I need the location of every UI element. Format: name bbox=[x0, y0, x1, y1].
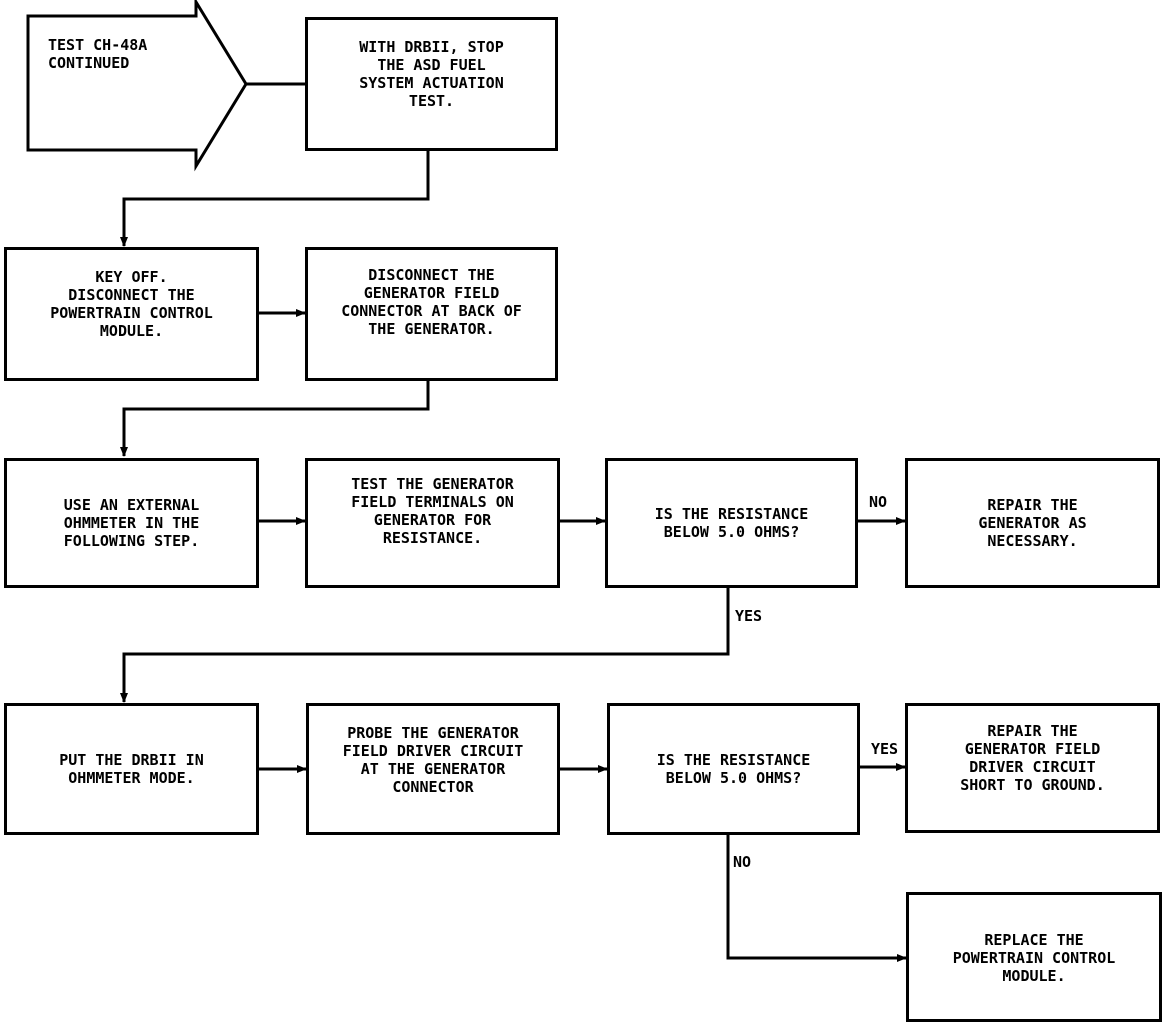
step-stop-asd-test: WITH DRBII, STOP THE ASD FUEL SYSTEM ACT… bbox=[305, 17, 558, 151]
step-replace-pcm-text: REPLACE THE POWERTRAIN CONTROL MODULE. bbox=[952, 931, 1116, 985]
step-probe-driver: PROBE THE GENERATOR FIELD DRIVER CIRCUIT… bbox=[306, 703, 560, 835]
step-test-terminals-text: TEST THE GENERATOR FIELD TERMINALS ON GE… bbox=[351, 475, 514, 547]
edge-q1-yes bbox=[120, 587, 730, 703]
edge-label-q2-no: NO bbox=[733, 853, 752, 871]
decision-resistance-1-text: IS THE RESISTANCE BELOW 5.0 OHMS? bbox=[654, 505, 809, 541]
step-probe-driver-text: PROBE THE GENERATOR FIELD DRIVER CIRCUIT… bbox=[342, 724, 524, 796]
edge-label-q1-yes: YES bbox=[735, 607, 763, 625]
step-replace-pcm: REPLACE THE POWERTRAIN CONTROL MODULE. bbox=[906, 892, 1162, 1022]
edge-label-q2-yes: YES bbox=[871, 740, 899, 758]
step-disconnect-field-text: DISCONNECT THE GENERATOR FIELD CONNECTOR… bbox=[341, 266, 522, 338]
step-put-drbii-text: PUT THE DRBII IN OHMMETER MODE. bbox=[59, 751, 204, 787]
step-test-terminals: TEST THE GENERATOR FIELD TERMINALS ON GE… bbox=[305, 458, 560, 588]
start-label: TEST CH-48A CONTINUED bbox=[48, 36, 148, 72]
step-stop-asd-test-text: WITH DRBII, STOP THE ASD FUEL SYSTEM ACT… bbox=[359, 38, 504, 110]
decision-resistance-2-text: IS THE RESISTANCE BELOW 5.0 OHMS? bbox=[656, 751, 811, 787]
start-arrow-shape bbox=[26, 0, 248, 172]
edge-label-q1-no: NO bbox=[869, 493, 888, 511]
step-key-off-text: KEY OFF. DISCONNECT THE POWERTRAIN CONTR… bbox=[50, 268, 213, 340]
edge-q2-no bbox=[726, 833, 907, 962]
step-put-drbii: PUT THE DRBII IN OHMMETER MODE. bbox=[4, 703, 259, 835]
step-repair-driver-text: REPAIR THE GENERATOR FIELD DRIVER CIRCUI… bbox=[960, 722, 1105, 794]
step-use-ohmmeter-text: USE AN EXTERNAL OHMMETER IN THE FOLLOWIN… bbox=[63, 496, 200, 550]
step-disconnect-field: DISCONNECT THE GENERATOR FIELD CONNECTOR… bbox=[305, 247, 558, 381]
edge-stop-to-keyoff bbox=[120, 151, 430, 247]
edge-disconnect-to-ohmmeter bbox=[120, 381, 430, 457]
step-use-ohmmeter: USE AN EXTERNAL OHMMETER IN THE FOLLOWIN… bbox=[4, 458, 259, 588]
step-repair-generator: REPAIR THE GENERATOR AS NECESSARY. bbox=[905, 458, 1160, 588]
step-repair-generator-text: REPAIR THE GENERATOR AS NECESSARY. bbox=[978, 496, 1087, 550]
step-repair-driver: REPAIR THE GENERATOR FIELD DRIVER CIRCUI… bbox=[905, 703, 1160, 833]
step-key-off: KEY OFF. DISCONNECT THE POWERTRAIN CONTR… bbox=[4, 247, 259, 381]
decision-resistance-1: IS THE RESISTANCE BELOW 5.0 OHMS? bbox=[605, 458, 858, 588]
decision-resistance-2: IS THE RESISTANCE BELOW 5.0 OHMS? bbox=[607, 703, 860, 835]
